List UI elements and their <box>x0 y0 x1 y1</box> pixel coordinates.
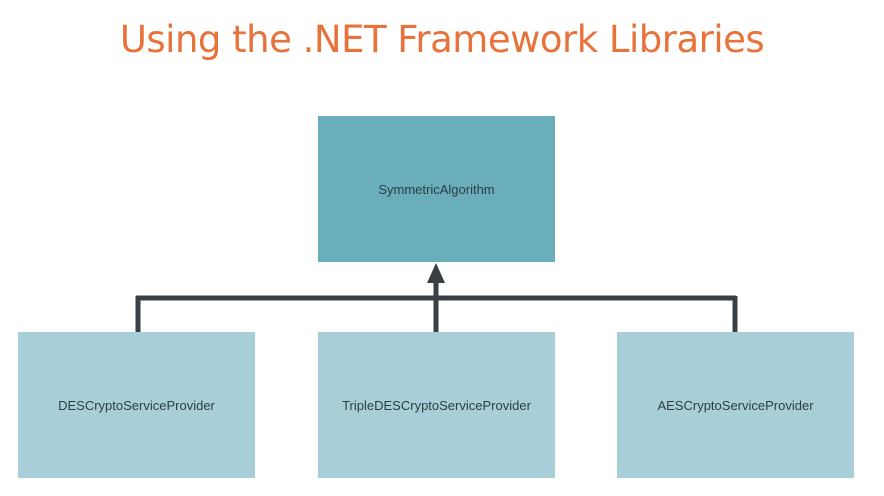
class-box-label: TripleDESCryptoServiceProvider <box>342 397 531 413</box>
class-box-des-crypto-service-provider: DESCryptoServiceProvider <box>18 332 255 478</box>
class-box-label: AESCryptoServiceProvider <box>657 397 814 413</box>
page-title: Using the .NET Framework Libraries <box>119 18 765 61</box>
class-box-symmetric-algorithm: SymmetricAlgorithm <box>318 116 555 262</box>
class-box-label: SymmetricAlgorithm <box>378 181 495 197</box>
class-box-triple-des-crypto-service-provider: TripleDESCryptoServiceProvider <box>318 332 555 478</box>
class-box-aes-crypto-service-provider: AESCryptoServiceProvider <box>617 332 854 478</box>
arrow-head-icon <box>427 263 445 283</box>
class-box-label: DESCryptoServiceProvider <box>58 397 215 413</box>
